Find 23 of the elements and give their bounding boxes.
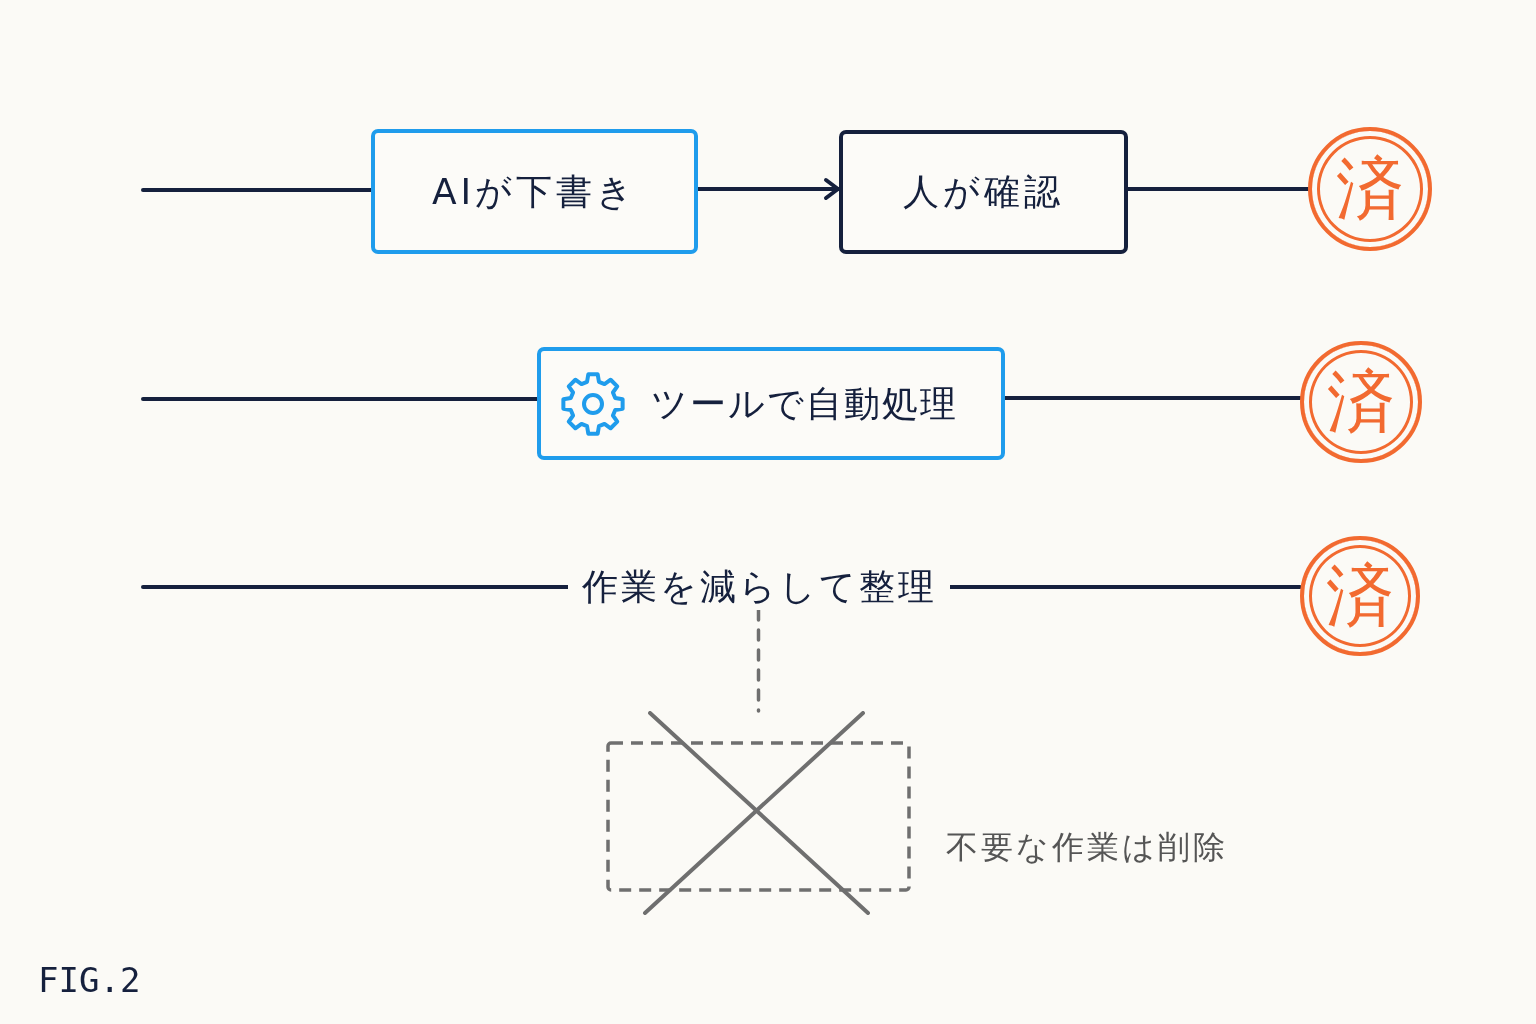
box-label: AIが下書き xyxy=(431,169,638,214)
stamp-text: 済 xyxy=(1336,155,1404,223)
connector-line xyxy=(141,188,373,192)
connector-line xyxy=(1126,187,1310,191)
connector-line xyxy=(141,585,570,589)
process-box xyxy=(371,129,698,254)
crossed-out-box xyxy=(606,711,911,915)
step-text: 作業を減らして整理 xyxy=(581,565,937,609)
process-box xyxy=(839,130,1128,254)
connector-line xyxy=(141,397,539,401)
process-box xyxy=(537,347,1005,460)
seal-stamp xyxy=(1300,341,1422,463)
figure-label: FIG.2 xyxy=(38,960,141,1001)
seal-stamp xyxy=(1308,127,1432,251)
seal-stamp xyxy=(1300,536,1420,656)
stamp-text: 済 xyxy=(1327,368,1395,436)
dashed-connector-line xyxy=(756,608,761,713)
box-label: 人が確認 xyxy=(903,170,1064,214)
arrow xyxy=(696,178,841,200)
stamp-text: 済 xyxy=(1326,562,1394,630)
connector-line xyxy=(1003,396,1302,400)
annotation-text: 不要な作業は削除 xyxy=(946,828,1228,867)
box-label: ツールで自動処理 xyxy=(651,381,958,426)
